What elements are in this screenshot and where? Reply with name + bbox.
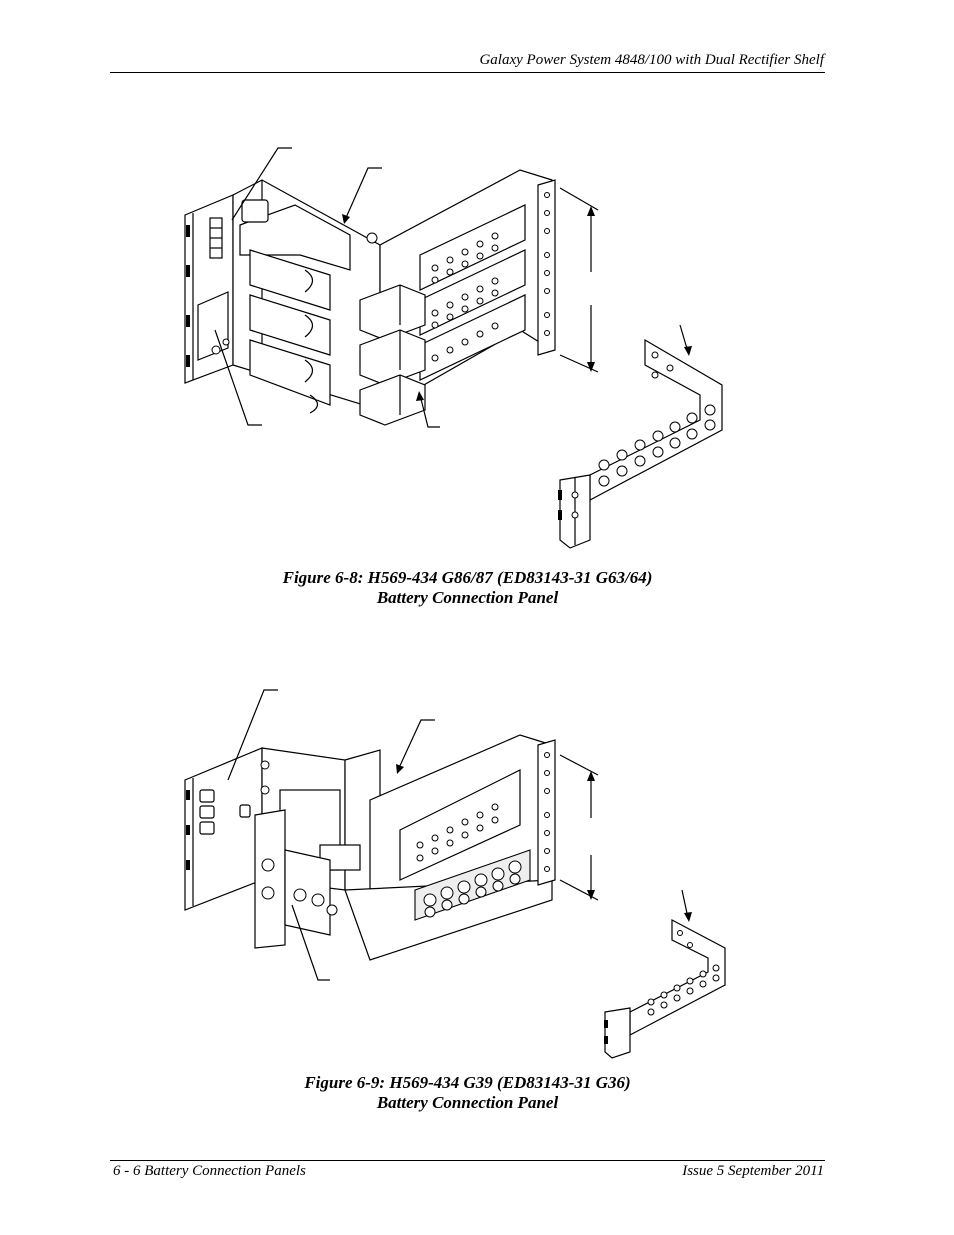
figure-6-9-caption-line1: Figure 6-9: H569-434 G39 (ED83143-31 G36… bbox=[304, 1073, 631, 1092]
page-header-title: Galaxy Power System 4848/100 with Dual R… bbox=[479, 52, 824, 68]
leader-lines bbox=[227, 689, 692, 981]
rack-ear-right bbox=[537, 739, 556, 886]
figure-6-8-caption-line2: Battery Connection Panel bbox=[376, 588, 559, 607]
breaker-front bbox=[254, 809, 338, 949]
l-bracket bbox=[604, 919, 726, 1059]
l-bracket bbox=[558, 338, 723, 549]
dimension-arrow bbox=[559, 187, 599, 373]
dimension-arrow bbox=[559, 754, 599, 901]
header-rule bbox=[110, 72, 825, 73]
terminal-row bbox=[414, 849, 531, 921]
busbar-plates bbox=[399, 769, 521, 881]
busbar-holes bbox=[431, 232, 499, 362]
figure-6-9-drawing bbox=[184, 689, 726, 1059]
figure-6-8-caption-line1: Figure 6-8: H569-434 G86/87 (ED83143-31 … bbox=[282, 568, 653, 587]
mounting-bracket-left bbox=[184, 194, 234, 384]
leader-lines bbox=[214, 147, 692, 428]
busbar-plates bbox=[359, 204, 526, 426]
breaker-stack bbox=[249, 249, 331, 414]
mounting-bracket-left bbox=[184, 747, 263, 911]
footer-issue-date: Issue 5 September 2011 bbox=[682, 1163, 824, 1179]
footer-rule bbox=[110, 1160, 825, 1161]
figure-6-9-caption-line2: Battery Connection Panel bbox=[376, 1093, 559, 1112]
footer-section-label: 6 - 6 Battery Connection Panels bbox=[113, 1163, 306, 1179]
rack-ear-right bbox=[537, 179, 556, 356]
figure-6-8-drawing bbox=[184, 147, 723, 549]
